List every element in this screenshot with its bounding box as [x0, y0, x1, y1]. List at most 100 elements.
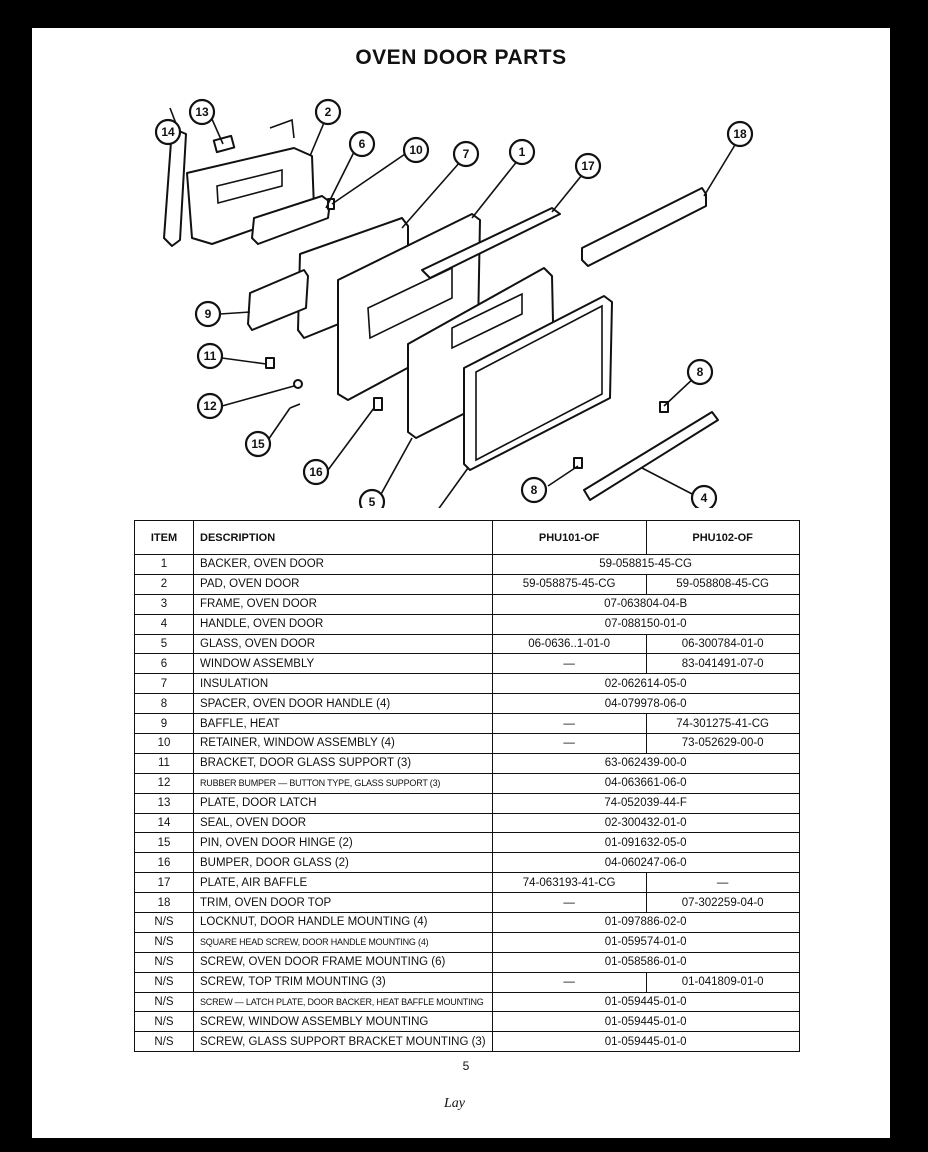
page-number: 5: [462, 1059, 470, 1073]
callout-8a: 8: [686, 358, 714, 386]
part-number-cell: 01-059445-01-0: [491, 1011, 800, 1033]
callout-5: 5: [358, 488, 386, 508]
part-number-cell: 02-062614-05-0: [491, 673, 800, 695]
part-number-phu102-cell: 06-300784-01-0: [645, 633, 800, 655]
callout-15: 15: [244, 430, 272, 458]
svg-text:14: 14: [161, 125, 175, 139]
item-cell: 2: [134, 573, 194, 595]
part-bracket-11: [265, 357, 275, 369]
part-number-cell: 02-300432-01-0: [491, 812, 800, 834]
part-number-phu102-cell: 01-041809-01-0: [645, 971, 800, 993]
description-cell: LOCKNUT, DOOR HANDLE MOUNTING (4): [193, 912, 493, 933]
description-cell: PLATE, DOOR LATCH: [193, 792, 493, 814]
description-cell: SCREW, GLASS SUPPORT BRACKET MOUNTING (3…: [193, 1031, 493, 1053]
item-cell: N/S: [134, 931, 194, 953]
description-cell: BUMPER, DOOR GLASS (2): [193, 852, 493, 874]
part-number-cell: 04-063661-06-0: [491, 772, 800, 794]
column-header-phu102: PHU102-OF: [645, 520, 800, 555]
description-cell: GLASS, OVEN DOOR: [193, 633, 493, 655]
svg-text:13: 13: [195, 105, 209, 119]
description-cell: SCREW, OVEN DOOR FRAME MOUNTING (6): [193, 951, 493, 973]
description-cell: BACKER, OVEN DOOR: [193, 554, 493, 575]
part-clip: [269, 118, 295, 139]
item-cell: N/S: [134, 951, 194, 973]
svg-text:16: 16: [309, 465, 323, 479]
description-cell: RETAINER, WINDOW ASSEMBLY (4): [193, 733, 493, 754]
svg-text:2: 2: [325, 105, 332, 119]
part-spacer-8a: [659, 401, 669, 413]
part-number-phu101-cell: —: [491, 653, 647, 675]
svg-text:5: 5: [369, 495, 376, 508]
part-number-cell: 59-058815-45-CG: [491, 554, 800, 575]
part-number-cell: 04-060247-06-0: [491, 852, 800, 874]
description-cell: SEAL, OVEN DOOR: [193, 812, 493, 834]
part-trim-18: [581, 187, 707, 267]
item-cell: 3: [134, 593, 194, 615]
part-frame-3: [463, 295, 613, 471]
item-cell: 1: [134, 554, 194, 575]
leader-lines: [169, 107, 739, 508]
svg-text:6: 6: [359, 137, 366, 151]
svg-text:15: 15: [251, 437, 265, 451]
part-number-phu101-cell: —: [491, 733, 647, 754]
callout-14: 14: [154, 118, 182, 146]
page-title: OVEN DOOR PARTS: [355, 46, 567, 69]
part-number-phu102-cell: 73-052629-00-0: [645, 733, 800, 754]
description-cell: RUBBER BUMPER — BUTTON TYPE, GLASS SUPPO…: [193, 772, 493, 794]
footer-mark: Lay: [444, 1096, 465, 1111]
item-cell: 18: [134, 892, 194, 914]
part-number-phu101-cell: 59-058875-45-CG: [491, 573, 647, 595]
callout-10: 10: [402, 136, 430, 164]
part-number-phu102-cell: 74-301275-41-CG: [645, 713, 800, 735]
exploded-parts-diagram: 1 2 3 4 5 6 7 8 8 9 10 11 12 13 14 15 16…: [154, 98, 754, 508]
part-number-phu101-cell: 74-063193-41-CG: [491, 872, 647, 894]
part-window-assembly-6: [251, 195, 331, 245]
item-cell: 9: [134, 713, 194, 735]
description-cell: BAFFLE, HEAT: [193, 713, 493, 735]
part-heat-baffle-9: [247, 269, 309, 331]
callout-16: 16: [302, 458, 330, 486]
part-number-phu101-cell: —: [491, 713, 647, 735]
column-header-phu101: PHU101-OF: [491, 520, 647, 555]
part-number-phu101-cell: —: [491, 971, 647, 993]
description-cell: SCREW — LATCH PLATE, DOOR BACKER, HEAT B…: [193, 991, 493, 1013]
part-bumper-16: [373, 397, 383, 411]
callout-1: 1: [508, 138, 536, 166]
svg-text:4: 4: [701, 491, 708, 505]
description-cell: SPACER, OVEN DOOR HANDLE (4): [193, 693, 493, 715]
callout-2: 2: [314, 98, 342, 126]
description-cell: SCREW, TOP TRIM MOUNTING (3): [193, 971, 493, 993]
svg-text:18: 18: [733, 127, 747, 141]
callout-6: 6: [348, 130, 376, 158]
svg-text:8: 8: [697, 365, 704, 379]
part-number-phu102-cell: —: [645, 872, 800, 894]
column-header-item: ITEM: [134, 520, 194, 555]
item-cell: 17: [134, 872, 194, 894]
item-cell: 7: [134, 673, 194, 695]
part-bumper-12: [293, 379, 303, 389]
item-cell: 8: [134, 693, 194, 715]
part-seal-14: [163, 127, 187, 247]
part-latch-plate-13: [212, 134, 236, 154]
part-number-cell: 01-059445-01-0: [491, 991, 800, 1013]
item-cell: 6: [134, 653, 194, 675]
svg-text:17: 17: [581, 159, 595, 173]
parts-sheet: OVEN DOOR PARTS: [32, 28, 890, 1138]
svg-text:10: 10: [409, 143, 423, 157]
column-header-description: DESCRIPTION: [193, 520, 493, 555]
description-cell: FRAME, OVEN DOOR: [193, 593, 493, 615]
description-cell: HANDLE, OVEN DOOR: [193, 613, 493, 635]
